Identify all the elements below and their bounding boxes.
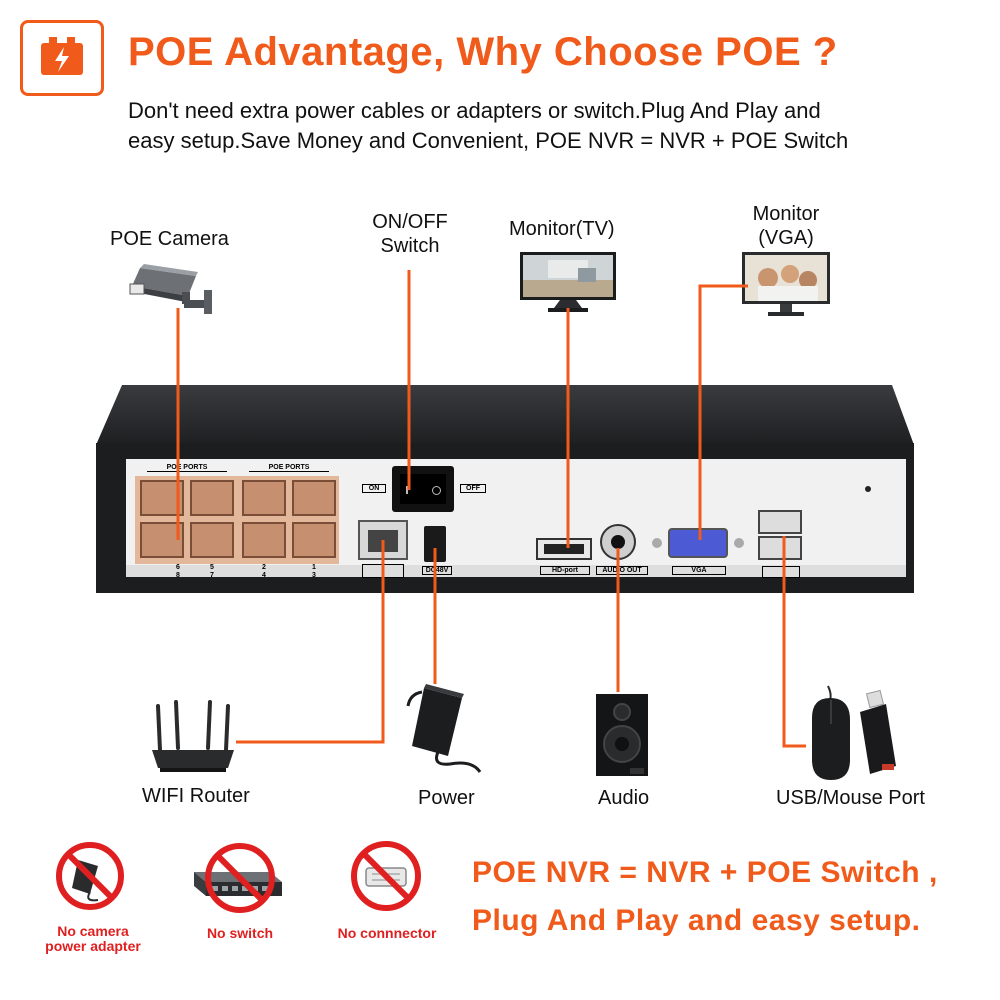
poe-port-3[interactable] — [242, 480, 286, 516]
no-adapter-icon — [54, 840, 126, 917]
hd-port-label: HD-port — [540, 566, 590, 575]
subtitle-line-1: Don't need extra power cables or adapter… — [128, 98, 821, 123]
wifi-router-icon — [148, 700, 238, 779]
usb-mouse-label: USB/Mouse Port — [776, 787, 925, 809]
poe-port-8[interactable] — [292, 522, 336, 558]
port-number: 4 — [262, 572, 266, 579]
audio-out-label: AUDIO OUT — [596, 566, 648, 575]
speaker-icon — [594, 692, 650, 783]
port-number: 3 — [312, 572, 316, 579]
onoff-switch-label: ON/OFF Switch — [362, 210, 458, 258]
port-number: 8 — [176, 572, 180, 579]
hdmi-port[interactable] — [536, 538, 592, 560]
page-title: POE Advantage, Why Choose POE ? — [128, 30, 838, 74]
vga-screw-left — [652, 538, 662, 548]
port-number: 2 — [262, 564, 266, 571]
slogan-line-1: POE NVR = NVR + POE Switch , — [472, 856, 938, 889]
usb-port-top[interactable] — [758, 510, 802, 534]
poe-port-2[interactable] — [190, 480, 234, 516]
monitor-vga-line-1: Monitor — [752, 203, 820, 225]
power-label: Power — [418, 787, 475, 809]
poe-camera-label: POE Camera — [110, 228, 229, 250]
poe-camera-icon — [126, 256, 216, 321]
poe-port-6[interactable] — [190, 522, 234, 558]
usb-port-bottom[interactable] — [758, 536, 802, 560]
monitor-tv-icon — [518, 250, 618, 319]
vga-screw-right — [734, 538, 744, 548]
audio-label: Audio — [598, 787, 650, 809]
no-adapter-line-2: power adapter — [45, 938, 141, 954]
monitor-vga-line-2: (VGA) — [758, 227, 814, 249]
power-adapter-icon — [402, 684, 492, 779]
poe-port-7[interactable] — [242, 522, 286, 558]
wifi-router-label: WIFI Router — [142, 785, 250, 807]
usb-symbol-icon — [762, 566, 800, 578]
vga-label: VGA — [672, 566, 726, 575]
no-switch-icon — [190, 838, 290, 923]
no-switch-label: No switch — [206, 925, 274, 941]
monitor-vga-icon — [740, 250, 832, 327]
port-number: 6 — [176, 564, 180, 571]
poe-ports-right-label: POE PORTS — [249, 464, 329, 472]
subtitle-line-2: easy setup.Save Money and Convenient, PO… — [128, 128, 849, 153]
no-adapter-line-1: No camera — [57, 923, 129, 939]
off-label: OFF — [460, 484, 486, 493]
no-adapter-label: No camera power adapter — [30, 924, 156, 954]
power-switch[interactable] — [392, 466, 454, 512]
monitor-vga-label: Monitor (VGA) — [736, 202, 836, 250]
vga-port[interactable] — [668, 528, 728, 558]
on-label: ON — [362, 484, 386, 493]
no-connector-icon — [348, 838, 424, 919]
onoff-line-1: ON/OFF — [372, 211, 448, 233]
monitor-tv-label: Monitor(TV) — [509, 218, 615, 240]
mouse-usb-icon — [804, 684, 900, 787]
port-number: 7 — [210, 572, 214, 579]
page-subtitle: Don't need extra power cables or adapter… — [128, 96, 948, 156]
dc-label: DC48V — [422, 566, 452, 575]
power-badge-icon — [20, 20, 104, 96]
no-connector-label: No connnector — [337, 925, 437, 941]
poe-port-4[interactable] — [292, 480, 336, 516]
dc-power-jack[interactable] — [424, 526, 446, 562]
port-number: 5 — [210, 564, 214, 571]
port-number: 1 — [312, 564, 316, 571]
poe-ports-left-label: POE PORTS — [147, 464, 227, 472]
onoff-line-2: Switch — [380, 235, 440, 257]
slogan-line-2: Plug And Play and easy setup. — [472, 904, 921, 937]
